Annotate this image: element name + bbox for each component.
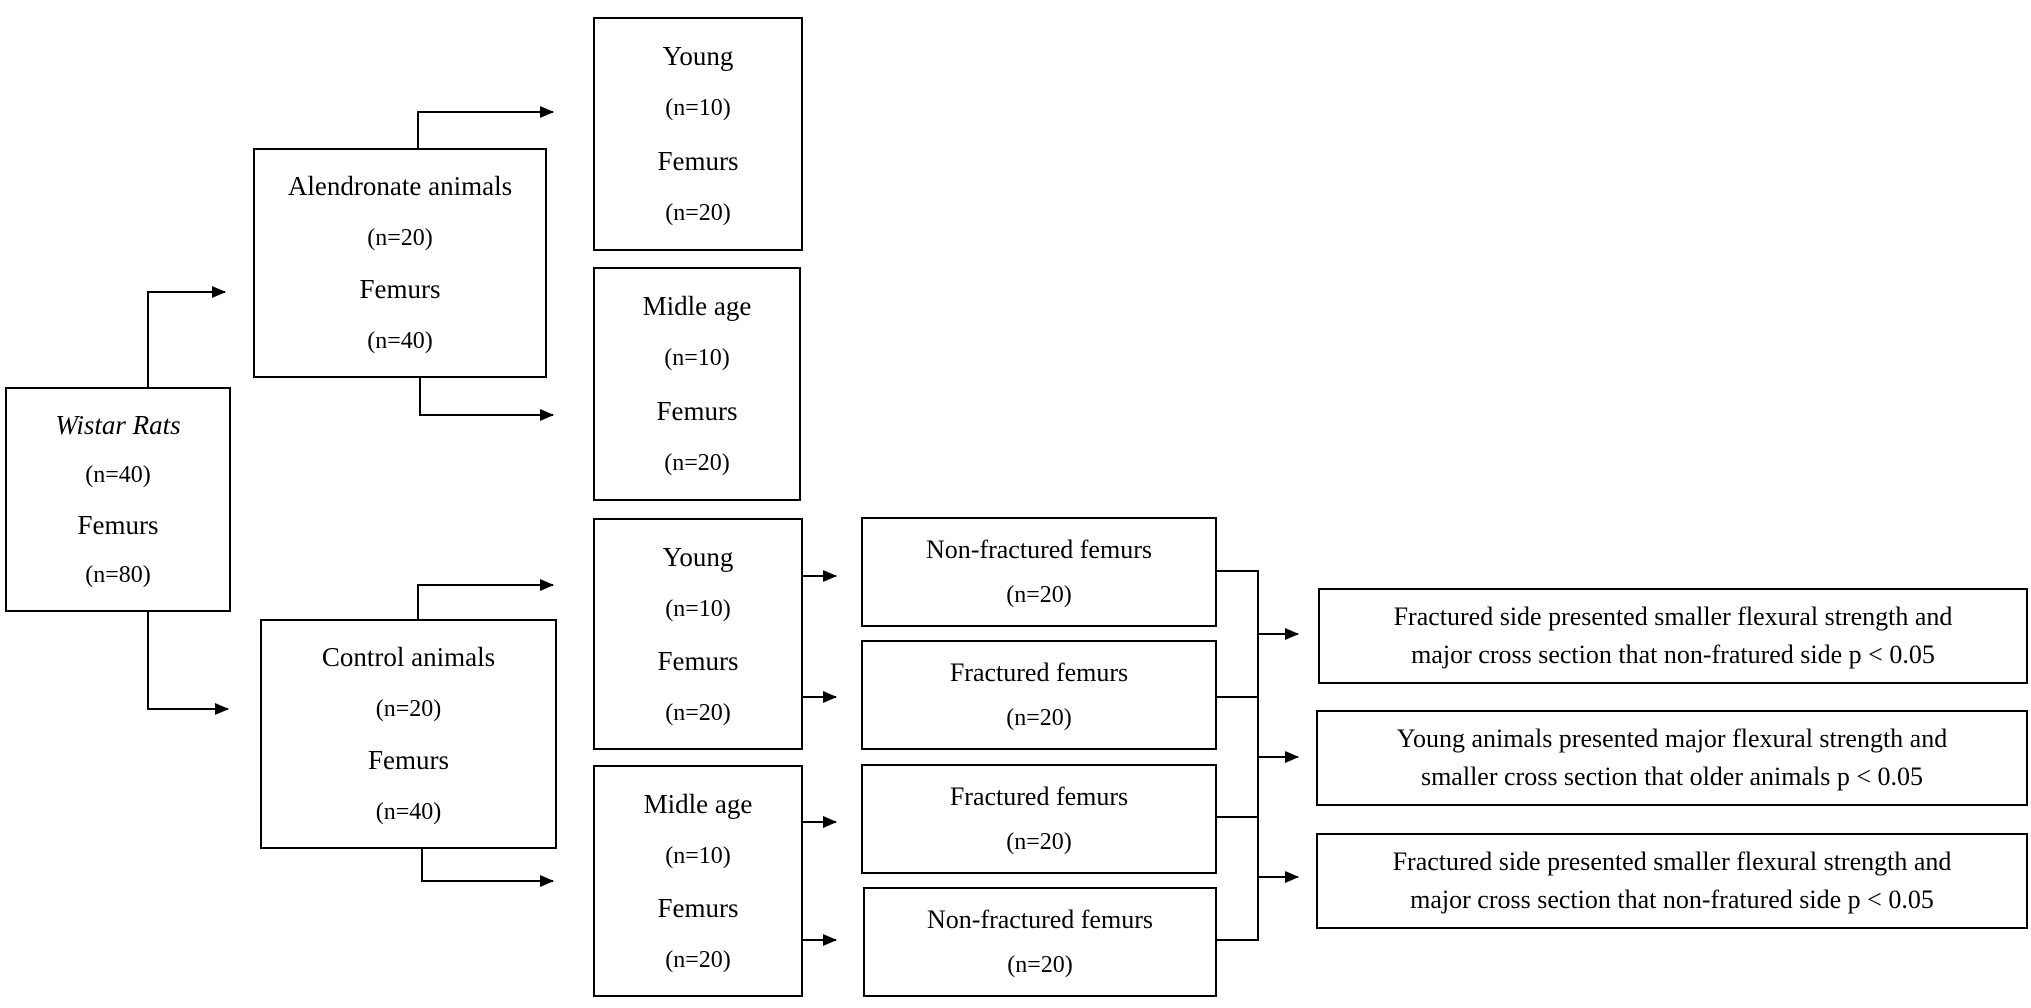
control-n-femurs: (n=40) xyxy=(375,798,442,825)
control-young-non-fractured-box: Non-fractured femurs (n=20) xyxy=(861,517,1217,627)
control-young-fractured-title: Fractured femurs xyxy=(949,658,1129,688)
control-young-n-animals: (n=10) xyxy=(665,595,731,622)
bracket-connector xyxy=(1217,570,1259,941)
wistar-rats-title: Wistar Rats xyxy=(55,409,181,440)
wistar-rats-femurs-label: Femurs xyxy=(77,510,159,541)
alendronate-young-box: Young (n=10) Femurs (n=20) xyxy=(593,17,803,251)
control-middle-non-fractured-box: Non-fractured femurs (n=20) xyxy=(863,887,1217,997)
alendronate-animals-box: Alendronate animals (n=20) Femurs (n=40) xyxy=(253,148,547,378)
arrow-root-to-control xyxy=(147,612,229,715)
alendronate-young-femurs-label: Femurs xyxy=(657,145,739,176)
result-1-line-2: major cross section that non-fratured si… xyxy=(1411,640,1935,669)
alendronate-middle-n-femurs: (n=20) xyxy=(664,450,730,477)
control-middle-femurs-label: Femurs xyxy=(657,892,739,923)
arrow-control-to-middle xyxy=(421,849,554,887)
control-young-femurs-label: Femurs xyxy=(657,645,739,676)
alendronate-middle-n-animals: (n=10) xyxy=(664,345,730,372)
control-young-non-fractured-title: Non-fractured femurs xyxy=(926,535,1152,565)
control-young-fractured-box: Fractured femurs (n=20) xyxy=(861,640,1217,750)
control-middle-non-fractured-n: (n=20) xyxy=(1007,951,1073,978)
alendronate-middle-title: Midle age xyxy=(642,290,752,321)
alendronate-young-title: Young xyxy=(662,40,734,71)
result-box-2: Young animals presented major flexural s… xyxy=(1316,710,2028,806)
control-young-n-femurs: (n=20) xyxy=(665,699,731,726)
result-2-line-2: smaller cross section that older animals… xyxy=(1420,762,1924,791)
result-3-line-1: Fractured side presented smaller flexura… xyxy=(1392,847,1952,876)
control-n-animals: (n=20) xyxy=(375,695,442,722)
alendronate-n-animals: (n=20) xyxy=(367,224,433,251)
wistar-rats-box: Wistar Rats (n=40) Femurs (n=80) xyxy=(5,387,231,612)
alendronate-femurs-label: Femurs xyxy=(359,274,441,305)
alendronate-middle-femurs-label: Femurs xyxy=(656,395,738,426)
result-box-3: Fractured side presented smaller flexura… xyxy=(1316,833,2028,929)
control-young-title: Young xyxy=(662,541,734,572)
control-middle-fractured-title: Fractured femurs xyxy=(949,782,1129,812)
control-middle-age-box: Midle age (n=10) Femurs (n=20) xyxy=(593,765,803,997)
control-young-non-fractured-n: (n=20) xyxy=(1006,581,1072,608)
arrow-alendronate-to-middle xyxy=(419,378,554,421)
control-middle-fractured-n: (n=20) xyxy=(1006,828,1072,855)
wistar-rats-n-animals: (n=40) xyxy=(85,461,151,488)
control-young-box: Young (n=10) Femurs (n=20) xyxy=(593,518,803,750)
arrow-control-to-young xyxy=(417,579,554,619)
alendronate-middle-age-box: Midle age (n=10) Femurs (n=20) xyxy=(593,267,801,501)
control-middle-n-animals: (n=10) xyxy=(665,842,731,869)
control-young-fractured-n: (n=20) xyxy=(1006,704,1072,731)
control-title: Control animals xyxy=(321,642,496,673)
alendronate-title: Alendronate animals xyxy=(287,171,513,202)
wistar-rats-n-femurs: (n=80) xyxy=(85,562,151,589)
alendronate-young-n-animals: (n=10) xyxy=(665,95,731,122)
result-3-line-2: major cross section that non-fratured si… xyxy=(1410,885,1934,914)
control-middle-title: Midle age xyxy=(643,788,753,819)
result-box-1: Fractured side presented smaller flexura… xyxy=(1318,588,2028,684)
result-1-line-1: Fractured side presented smaller flexura… xyxy=(1393,602,1953,631)
control-middle-fractured-box: Fractured femurs (n=20) xyxy=(861,764,1217,874)
control-middle-n-femurs: (n=20) xyxy=(665,946,731,973)
result-2-line-1: Young animals presented major flexural s… xyxy=(1396,724,1948,753)
control-animals-box: Control animals (n=20) Femurs (n=40) xyxy=(260,619,557,849)
alendronate-n-femurs: (n=40) xyxy=(367,327,433,354)
arrow-root-to-alendronate xyxy=(147,286,226,387)
control-femurs-label: Femurs xyxy=(368,745,449,776)
arrow-alendronate-to-young xyxy=(417,106,554,148)
alendronate-young-n-femurs: (n=20) xyxy=(665,200,731,227)
control-middle-non-fractured-title: Non-fractured femurs xyxy=(927,905,1153,935)
